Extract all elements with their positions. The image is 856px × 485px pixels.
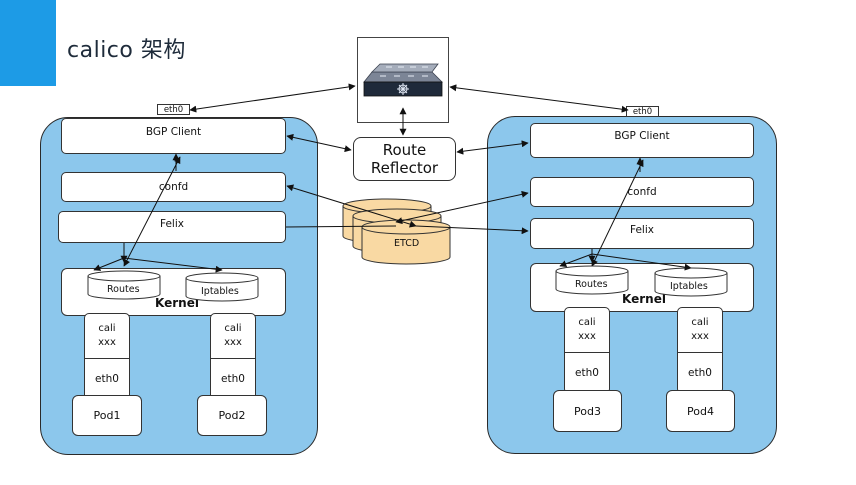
left-iface-1-id: xxx xyxy=(98,337,116,348)
right-iface-2-cali: cali xyxy=(691,317,709,328)
left-iface-1-eth: eth0 xyxy=(95,372,119,385)
right-iface-1-cali: cali xyxy=(578,317,596,328)
route-reflector-line1: Route xyxy=(382,141,427,159)
left-eth-tab: eth0 xyxy=(157,104,190,115)
route-reflector: Route Reflector xyxy=(353,137,456,181)
right-kernel-label: Kernel xyxy=(622,292,666,306)
left-kernel-label: Kernel xyxy=(155,296,199,310)
left-pod-2: Pod2 xyxy=(197,395,267,436)
right-pod-4: Pod4 xyxy=(666,390,735,432)
right-iface-1: cali xxx eth0 xyxy=(564,307,610,394)
left-iface-1: cali xxx eth0 xyxy=(84,313,130,400)
left-bgp-client: BGP Client xyxy=(61,118,286,154)
left-iface-2-cali: cali xyxy=(224,323,242,334)
right-iface-1-id: xxx xyxy=(578,331,596,342)
left-pod-1: Pod1 xyxy=(72,395,142,436)
left-iface-2: cali xxx eth0 xyxy=(210,313,256,400)
left-iface-2-id: xxx xyxy=(224,337,242,348)
right-iface-2-id: xxx xyxy=(691,331,709,342)
etcd-cylinder-middle: ETCD xyxy=(352,208,442,254)
etcd-cylinder-front: ETCD xyxy=(361,219,451,265)
right-eth-tab: eth0 xyxy=(626,106,659,117)
svg-text:ETCD: ETCD xyxy=(374,214,399,225)
network-switch-icon xyxy=(357,37,449,123)
left-iface-2-eth: eth0 xyxy=(221,372,245,385)
page-title: calico 架构 xyxy=(67,38,186,63)
svg-text:ETCD: ETCD xyxy=(394,238,419,249)
left-iface-1-cali: cali xyxy=(98,323,116,334)
right-pod-3: Pod3 xyxy=(553,390,622,432)
left-felix: Felix xyxy=(58,211,286,243)
right-bgp-client: BGP Client xyxy=(530,123,754,158)
svg-text:ETCD: ETCD xyxy=(384,224,409,235)
right-iface-1-eth: eth0 xyxy=(575,366,599,379)
right-iface-2-eth: eth0 xyxy=(688,366,712,379)
right-felix: Felix xyxy=(530,218,754,249)
right-iface-2: cali xxx eth0 xyxy=(677,307,723,394)
etcd-cylinder-back: ETCD xyxy=(342,198,432,244)
left-confd: confd xyxy=(61,172,286,202)
route-reflector-line2: Reflector xyxy=(370,159,439,177)
title-accent-bar xyxy=(0,0,56,86)
right-confd: confd xyxy=(530,177,754,207)
